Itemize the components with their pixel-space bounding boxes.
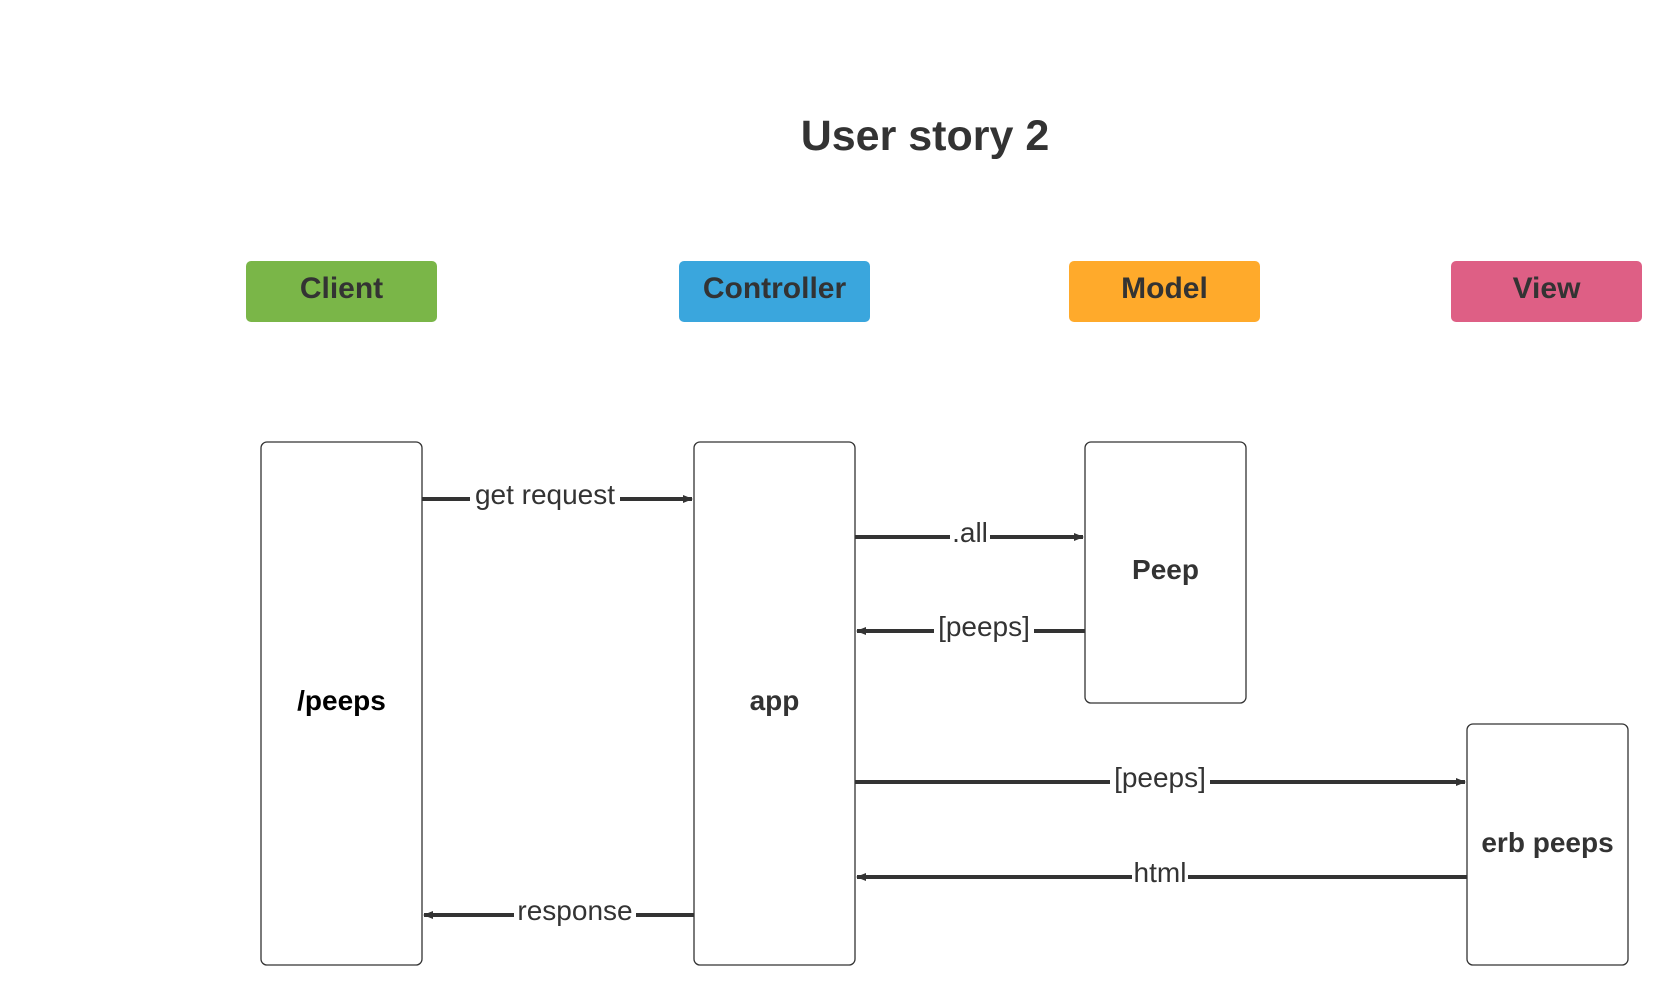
message-peeps-to-view: [peeps] [855,762,1466,797]
header-model: Model [1069,261,1260,322]
message-peeps-return-label-bg [934,612,1034,646]
message-all-label-bg [950,518,990,552]
header-controller-label: Controller [703,272,847,305]
message-html-label: html [1134,857,1187,888]
message-response-label: response [517,895,632,926]
header-client-bg [246,261,437,322]
message-peeps-return: [peeps] [856,611,1085,646]
view-box: erb peeps [1466,723,1629,966]
controller-box-label: app [750,685,800,716]
view-box-label: erb peeps [1481,827,1613,858]
header-client-label: Client [300,272,383,305]
diagram-title: User story 2 [801,112,1050,160]
client-box: /peeps [260,441,423,966]
message-get-request-label-bg [470,480,620,514]
model-box: Peep [1084,441,1247,704]
header-view-bg [1451,261,1642,322]
message-all: .all [855,517,1084,552]
header-model-bg [1069,261,1260,322]
client-box-label: /peeps [297,685,386,716]
message-peeps-to-view-label-bg [1110,763,1210,797]
controller-box-rect [693,441,856,966]
controller-box: app [693,441,856,966]
message-response-label-bg [514,896,636,930]
client-box-rect [260,441,423,966]
message-html-label-bg [1132,858,1188,892]
model-box-label: Peep [1132,554,1199,585]
message-response: response [423,895,694,930]
message-get-request: get request [422,479,693,514]
message-peeps-to-view-label: [peeps] [1114,762,1206,793]
header-model-label: Model [1121,272,1208,305]
header-client: Client [246,261,437,322]
header-controller-bg [679,261,870,322]
message-peeps-return-label: [peeps] [938,611,1030,642]
header-controller: Controller [679,261,870,322]
message-html: html [856,857,1467,892]
message-get-request-label: get request [475,479,615,510]
model-box-rect [1084,441,1247,704]
message-all-label: .all [952,517,988,548]
header-view: View [1451,261,1642,322]
view-box-rect [1466,723,1629,966]
header-view-label: View [1513,272,1581,305]
